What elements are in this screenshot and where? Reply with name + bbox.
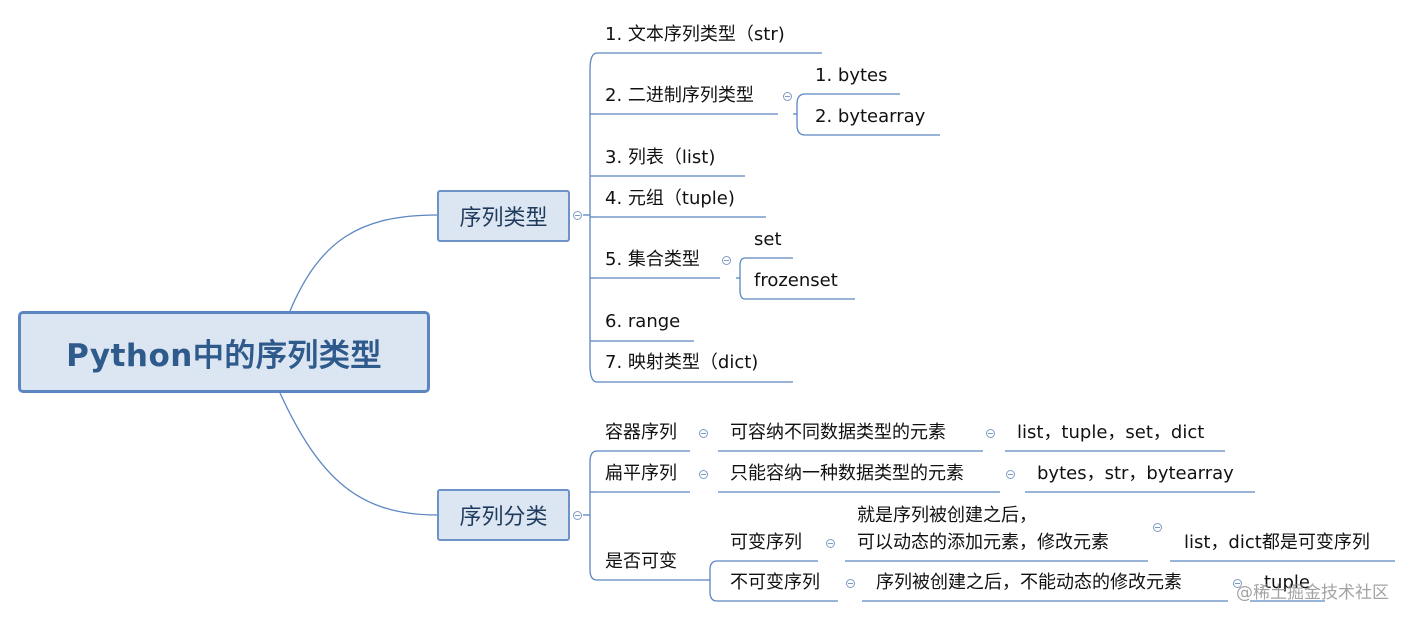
type-item-dict[interactable]: 7. 映射类型（dict) [605, 352, 759, 373]
type-item-set[interactable]: 5. 集合类型 [605, 249, 700, 270]
set-item-set[interactable]: set [754, 229, 782, 250]
node-sequence-types[interactable]: 序列类型 [437, 190, 570, 242]
class-container-desc[interactable]: 可容纳不同数据类型的元素 [730, 422, 946, 443]
node-sequence-types-label: 序列类型 [459, 206, 548, 231]
collapse-icon[interactable] [826, 539, 835, 548]
root-node[interactable]: Python中的序列类型 [18, 311, 430, 393]
mutable-label[interactable]: 可变序列 [730, 532, 802, 553]
collapse-icon[interactable] [1233, 579, 1242, 588]
type-item-list[interactable]: 3. 列表（list) [605, 147, 716, 168]
class-flat-examples[interactable]: bytes，str，bytearray [1037, 463, 1234, 484]
collapse-icon[interactable] [1006, 470, 1015, 479]
mutable-examples[interactable]: list，dict都是可变序列 [1184, 532, 1370, 553]
immutable-desc[interactable]: 序列被创建之后，不能动态的修改元素 [876, 572, 1182, 593]
collapse-icon[interactable] [722, 256, 731, 265]
collapse-icon[interactable] [986, 429, 995, 438]
root-title: Python中的序列类型 [66, 337, 382, 374]
type-item-str[interactable]: 1. 文本序列类型（str) [605, 24, 785, 45]
type-item-binary[interactable]: 2. 二进制序列类型 [605, 85, 754, 106]
class-container[interactable]: 容器序列 [605, 422, 677, 443]
collapse-icon[interactable] [699, 470, 708, 479]
collapse-icon[interactable] [783, 92, 792, 101]
set-item-frozenset[interactable]: frozenset [754, 270, 838, 291]
class-container-examples[interactable]: list，tuple，set，dict [1017, 422, 1205, 443]
class-flat-desc[interactable]: 只能容纳一种数据类型的元素 [730, 463, 964, 484]
node-sequence-classification[interactable]: 序列分类 [437, 489, 570, 541]
mutable-desc-line1[interactable]: 就是序列被创建之后， [857, 505, 1037, 526]
immutable-examples[interactable]: tuple [1264, 572, 1310, 593]
type-item-range[interactable]: 6. range [605, 311, 681, 332]
watermark: @稀土掘金技术社区 [1236, 583, 1389, 603]
mutable-desc-line2[interactable]: 可以动态的添加元素，修改元素 [857, 532, 1109, 553]
collapse-icon[interactable] [573, 211, 582, 220]
collapse-icon[interactable] [699, 429, 708, 438]
binary-item-bytearray[interactable]: 2. bytearray [815, 106, 926, 127]
class-flat[interactable]: 扁平序列 [605, 463, 677, 484]
collapse-icon[interactable] [573, 511, 582, 520]
class-mutability[interactable]: 是否可变 [605, 551, 677, 572]
binary-item-bytes[interactable]: 1. bytes [815, 65, 888, 86]
node-sequence-classification-label: 序列分类 [459, 505, 548, 530]
type-item-tuple[interactable]: 4. 元组（tuple) [605, 188, 735, 209]
collapse-icon[interactable] [1153, 523, 1162, 532]
immutable-label[interactable]: 不可变序列 [730, 572, 820, 593]
collapse-icon[interactable] [846, 579, 855, 588]
